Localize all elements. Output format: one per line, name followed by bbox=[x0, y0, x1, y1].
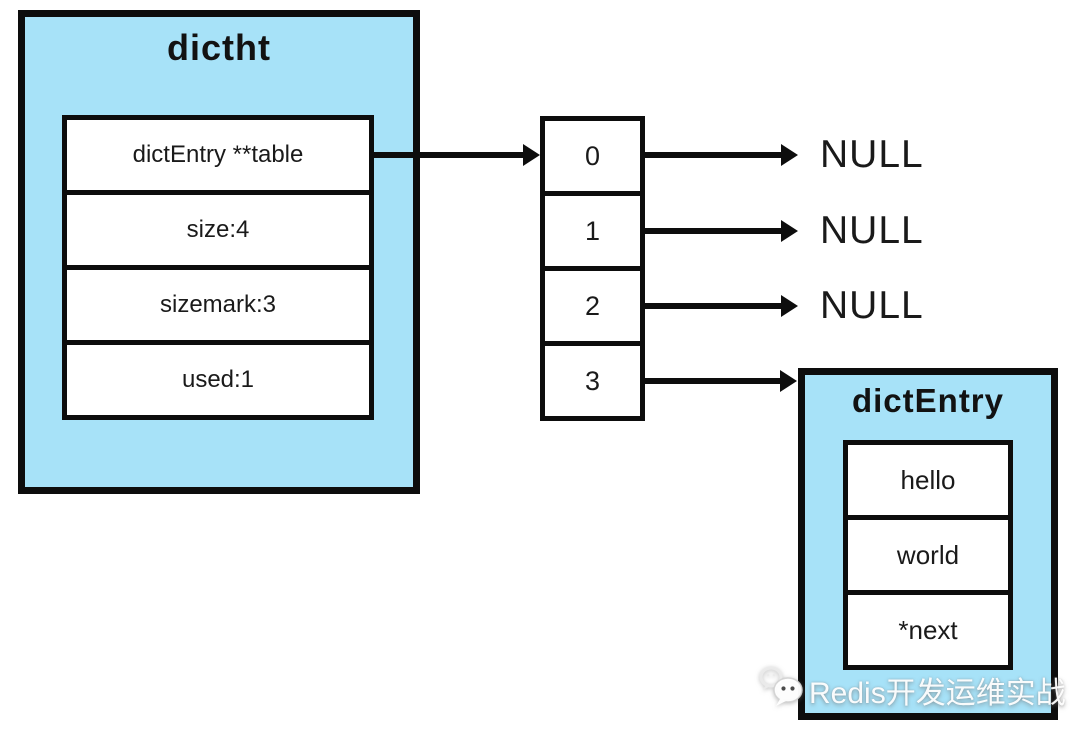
bucket-cell-1: 1 bbox=[540, 191, 645, 271]
watermark-text: Redis开发运维实战 bbox=[809, 676, 1066, 710]
dictht-field-size: size:4 bbox=[62, 190, 374, 270]
null-label-1: NULL bbox=[820, 209, 924, 252]
bucket-cell-0: 0 bbox=[540, 116, 645, 196]
dictht-field-used: used:1 bbox=[62, 340, 374, 420]
dictentry-fields-table: hello world *next bbox=[843, 440, 1013, 670]
bucket3-entry-arrow bbox=[645, 370, 797, 392]
bucket-cell-3: 3 bbox=[540, 341, 645, 421]
dictentry-field-next: *next bbox=[843, 590, 1013, 670]
bucket2-null-arrow bbox=[645, 295, 798, 317]
null-label-0: NULL bbox=[820, 133, 924, 176]
watermark: Redis开发运维实战 bbox=[758, 666, 1066, 713]
table-pointer-arrow bbox=[372, 144, 540, 166]
dictht-field-table-pointer: dictEntry **table bbox=[62, 115, 374, 195]
dictht-title: dictht bbox=[167, 27, 271, 68]
dictentry-field-value: world bbox=[843, 515, 1013, 595]
wechat-icon bbox=[758, 666, 804, 713]
bucket-array: 0 1 2 3 bbox=[540, 116, 645, 421]
dictht-field-sizemark: sizemark:3 bbox=[62, 265, 374, 345]
null-label-2: NULL bbox=[820, 284, 924, 327]
bucket0-null-arrow bbox=[645, 144, 798, 166]
dictht-fields-table: dictEntry **table size:4 sizemark:3 used… bbox=[62, 115, 374, 420]
dictentry-title: dictEntry bbox=[851, 382, 1005, 419]
dictentry-field-key: hello bbox=[843, 440, 1013, 520]
bucket1-null-arrow bbox=[645, 220, 798, 242]
bucket-cell-2: 2 bbox=[540, 266, 645, 346]
